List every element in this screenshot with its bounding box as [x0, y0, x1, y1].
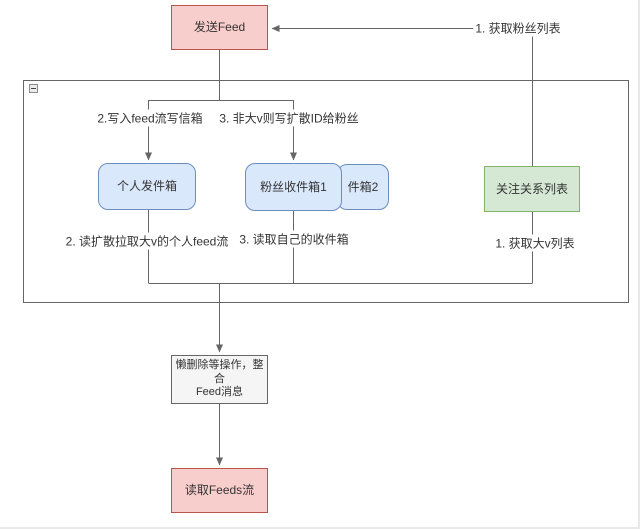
- collapse-minus-icon: [29, 84, 38, 93]
- node-follow-relation-list-label: 关注关系列表: [495, 181, 568, 196]
- node-personal-outbox: 个人发件箱: [98, 163, 196, 210]
- edge-label-write-diffusion-id: 3. 非大v则写扩散ID给粉丝: [217, 109, 361, 127]
- node-send-feed: 发送Feed: [171, 5, 268, 50]
- node-read-feeds: 读取Feeds流: [171, 468, 268, 513]
- node-fan-inbox-1-label: 粉丝收件箱1: [260, 179, 327, 194]
- edge-label-get-bigv-list: 1. 获取大v列表: [493, 234, 577, 252]
- node-lazy-delete-line1: 懒删除等操作，整合: [175, 358, 264, 385]
- node-fan-inbox-2-label: 件箱2: [347, 179, 379, 194]
- node-lazy-delete-line2: Feed消息: [195, 386, 244, 399]
- node-read-feeds-label: 读取Feeds流: [184, 483, 255, 497]
- node-send-feed-label: 发送Feed: [193, 20, 246, 34]
- node-fan-inbox-2: 件箱2: [337, 164, 389, 210]
- edge-label-read-own-inbox: 3. 读取自己的收件箱: [237, 230, 351, 248]
- edge-label-get-fans-list: 1. 获取粉丝列表: [473, 19, 563, 37]
- node-personal-outbox-label: 个人发件箱: [116, 179, 177, 193]
- node-lazy-delete-merge: 懒删除等操作，整合 Feed消息: [171, 355, 268, 404]
- node-follow-relation-list: 关注关系列表: [484, 166, 580, 212]
- node-fan-inbox-1: 粉丝收件箱1: [245, 163, 342, 211]
- edge-label-write-feed-mailbox: 2.写入feed流写信箱: [95, 109, 205, 127]
- edge-label-read-diffusion-pull: 2. 读扩散拉取大v的个人feed流: [63, 232, 231, 250]
- minus-glyph: [31, 88, 36, 89]
